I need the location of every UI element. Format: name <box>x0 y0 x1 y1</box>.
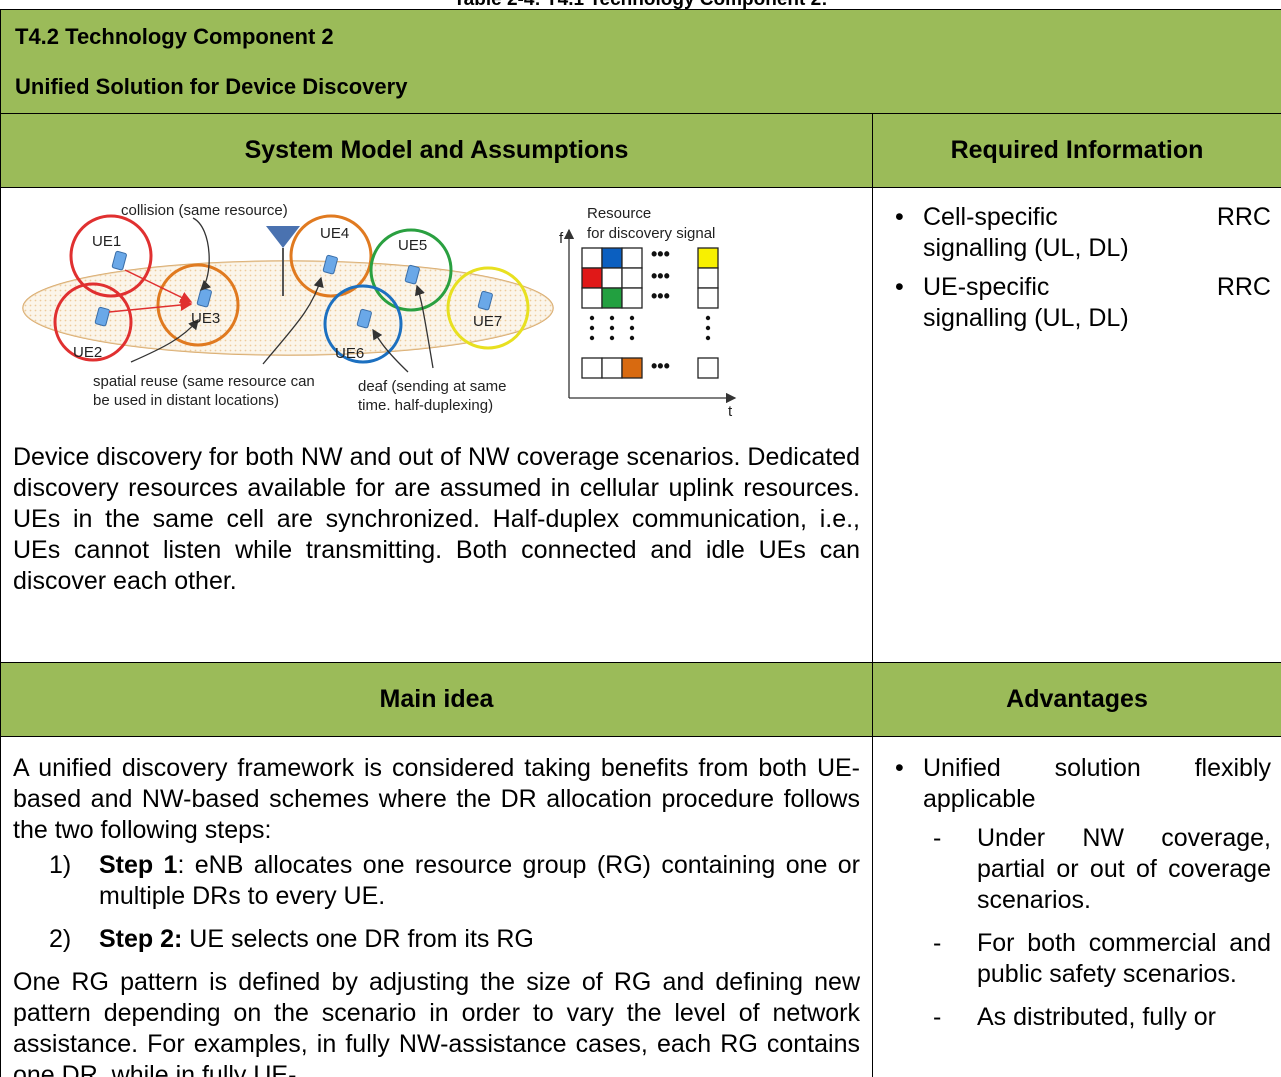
step-2-text: UE selects one DR from its RG <box>182 925 534 953</box>
ue7-phone-icon <box>477 290 493 311</box>
bullet-icon: • <box>895 754 904 782</box>
component-title: T4.2 Technology Component 2 <box>15 24 334 49</box>
step-1-text: : eNB allocates one resource group (RG) … <box>99 851 860 910</box>
step-2-title: Step 2: <box>99 925 183 953</box>
ue4-phone-icon <box>322 254 338 275</box>
discovery-diagram: collision (same resource) UE1 UE2 UE3 UE… <box>13 198 853 438</box>
required-item-2: • UE-specific RRC signalling (UL, DL) <box>887 272 1271 334</box>
svg-text:•••: ••• <box>651 356 670 376</box>
technology-component-table: T4.2 Technology Component 2 Unified Solu… <box>0 9 1281 1077</box>
ue4-label: UE4 <box>320 225 349 242</box>
advantage-dash-1-text: Under NW coverage, partial or out of cov… <box>977 824 1271 914</box>
advantage-dash-3: - As distributed, fully or <box>927 1002 1271 1033</box>
ue5-label: UE5 <box>398 237 427 254</box>
required-item-1-word: Cell-specific <box>923 203 1058 231</box>
required-item-1-tail: RRC <box>1216 203 1271 231</box>
ue5-phone-icon <box>404 264 420 285</box>
resource-label-1: Resource <box>587 205 651 222</box>
ue2-range <box>53 282 133 362</box>
ue1-label: UE1 <box>92 233 121 250</box>
required-item-1-rest: signalling (UL, DL) <box>923 234 1129 262</box>
advantage-bullet: • Unified solution flexibly applicable <box>887 753 1271 815</box>
required-info-header: Required Information <box>872 113 1281 188</box>
title-row: T4.2 Technology Component 2 Unified Solu… <box>0 9 1281 114</box>
ue6-range <box>323 284 403 364</box>
deaf-label-2: time. half-duplexing) <box>358 397 493 414</box>
ue3-label: UE3 <box>191 310 220 327</box>
ue2-phone-icon <box>94 306 110 327</box>
required-item-2-word: UE-specific <box>923 273 1050 301</box>
main-idea-outro: One RG pattern is defined by adjusting t… <box>13 968 860 1077</box>
ue2-label: UE2 <box>73 344 102 361</box>
ue6-label: UE6 <box>335 345 364 362</box>
resource-label-2: for discovery signal <box>587 225 715 242</box>
axis-t-label: t <box>728 403 733 420</box>
svg-text:•••: ••• <box>651 244 670 264</box>
advantages-cell: • Unified solution flexibly applicable -… <box>872 736 1281 1077</box>
advantage-dash-3-text: As distributed, fully or <box>977 1003 1216 1031</box>
advantage-dash-2-text: For both commercial and public safety sc… <box>977 929 1271 988</box>
system-model-cell: collision (same resource) UE1 UE2 UE3 UE… <box>0 187 873 663</box>
main-idea-header: Main idea <box>0 662 873 737</box>
advantages-header: Advantages <box>872 662 1281 737</box>
ue3-range <box>156 263 240 347</box>
ue1-range <box>69 214 153 298</box>
collision-label: collision (same resource) <box>121 202 288 219</box>
system-model-text: Device discovery for both NW and out of … <box>13 443 860 595</box>
table-caption: Table 2-4: T4.1 Technology Component 2: <box>0 0 1281 11</box>
svg-text:•••: ••• <box>651 266 670 286</box>
ue6-phone-icon <box>356 308 372 329</box>
required-item-1: • Cell-specific RRC signalling (UL, DL) <box>887 202 1271 264</box>
advantage-bullet-text: Unified solution flexibly applicable <box>923 754 1271 813</box>
spatial-reuse-label-1: spatial reuse (same resource can <box>93 373 315 390</box>
spatial-reuse-label-2: be used in distant locations) <box>93 392 279 409</box>
dash-icon: - <box>933 824 942 852</box>
system-model-header: System Model and Assumptions <box>0 113 873 188</box>
ue4-range <box>289 214 373 298</box>
main-idea-intro: A unified discovery framework is conside… <box>13 754 860 844</box>
svg-text:•••: ••• <box>651 286 670 306</box>
deaf-label-1: deaf (sending at same <box>358 378 506 395</box>
antenna-icon <box>266 226 300 248</box>
ue5-range <box>369 228 453 312</box>
step-1: 1) Step 1: eNB allocates one resource gr… <box>49 850 860 912</box>
step-2: 2) Step 2: UE selects one DR from its RG <box>49 924 860 955</box>
bullet-icon: • <box>895 273 904 301</box>
dash-icon: - <box>933 929 942 957</box>
ue1-phone-icon <box>111 250 127 271</box>
step-1-title: Step 1 <box>99 851 178 879</box>
ue7-label: UE7 <box>473 313 502 330</box>
advantage-dash-2: - For both commercial and public safety … <box>927 928 1271 990</box>
step-1-number: 1) <box>49 851 72 879</box>
bullet-icon: • <box>895 203 904 231</box>
main-idea-cell: A unified discovery framework is conside… <box>0 736 873 1077</box>
required-item-2-tail: RRC <box>1216 273 1271 301</box>
step-2-number: 2) <box>49 925 72 953</box>
component-subtitle: Unified Solution for Device Discovery <box>15 74 408 99</box>
ue7-range <box>446 266 530 350</box>
dash-icon: - <box>933 1003 942 1031</box>
required-item-2-rest: signalling (UL, DL) <box>923 304 1129 332</box>
axis-f-label: f <box>559 230 564 247</box>
advantage-dash-1: - Under NW coverage, partial or out of c… <box>927 823 1271 916</box>
